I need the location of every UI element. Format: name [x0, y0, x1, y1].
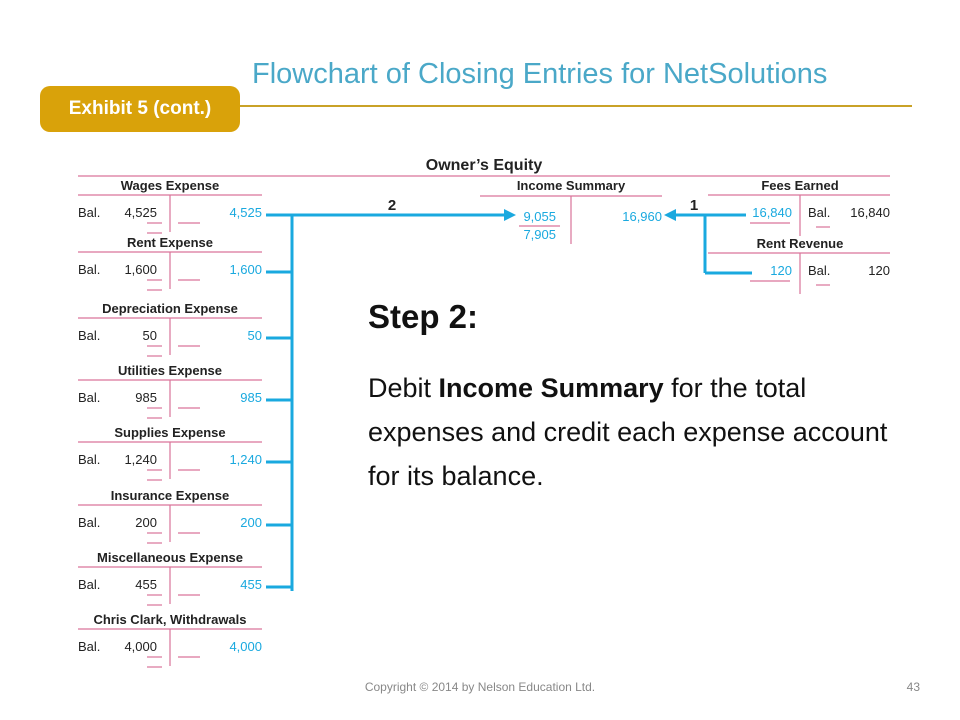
step2-label: 2 — [388, 197, 396, 214]
expense-account-title: Rent Expense — [127, 235, 213, 250]
step1-arrowhead — [664, 209, 676, 221]
bal-label: Bal. — [78, 262, 100, 277]
expense-debit-value: 1,600 — [124, 262, 157, 277]
income-summary-debit-value: 9,055 — [523, 209, 556, 224]
expense-credit-value: 1,240 — [229, 452, 262, 467]
step-body-pre: Debit — [368, 373, 439, 403]
title-rule — [230, 105, 912, 107]
bal-label: Bal. — [78, 639, 100, 654]
exhibit-badge: Exhibit 5 (cont.) — [40, 86, 240, 132]
step-description: Debit Income Summary for the total expen… — [368, 366, 888, 498]
step-title: Step 2: — [368, 298, 479, 335]
owners-equity-header: Owner’s Equity — [426, 157, 543, 174]
step-body-post: for the total expenses and credit each e… — [368, 373, 888, 491]
revenue-credit-value: 16,840 — [850, 205, 890, 220]
bal-label: Bal. — [78, 452, 100, 467]
bal-label: Bal. — [78, 390, 100, 405]
income-summary-credit-value: 16,960 — [622, 209, 662, 224]
page-title: Flowchart of Closing Entries for NetSolu… — [252, 58, 828, 90]
expense-credit-value: 4,525 — [229, 205, 262, 220]
expense-credit-value: 4,000 — [229, 639, 262, 654]
bal-label: Bal. — [78, 205, 100, 220]
expense-account-title: Chris Clark, Withdrawals — [93, 612, 246, 627]
expense-account-title: Insurance Expense — [111, 488, 230, 503]
step-body-bold: Income Summary — [438, 373, 664, 403]
expense-account-title: Miscellaneous Expense — [97, 550, 243, 565]
expense-account-title: Utilities Expense — [118, 363, 222, 378]
footer-copyright: Copyright © 2014 by Nelson Education Ltd… — [364, 680, 596, 694]
expense-debit-value: 4,525 — [124, 205, 157, 220]
bal-label: Bal. — [78, 328, 100, 343]
expense-account-title: Wages Expense — [121, 178, 220, 193]
step1-label: 1 — [690, 197, 698, 214]
bal-label: Bal. — [78, 515, 100, 530]
expense-credit-value: 1,600 — [229, 262, 262, 277]
expense-debit-value: 200 — [135, 515, 157, 530]
revenue-account-title: Rent Revenue — [757, 236, 844, 251]
revenue-debit-value: 16,840 — [752, 205, 792, 220]
page-number: 43 — [906, 680, 920, 694]
expense-credit-value: 455 — [240, 577, 262, 592]
revenue-credit-value: 120 — [868, 263, 890, 278]
flow-connectors — [266, 209, 752, 591]
income-summary-title: Income Summary — [517, 178, 626, 193]
step2-arrowhead — [504, 209, 516, 221]
expense-credit-value: 985 — [240, 390, 262, 405]
bal-label: Bal. — [78, 577, 100, 592]
revenue-debit-value: 120 — [770, 263, 792, 278]
expense-account-title: Depreciation Expense — [102, 301, 238, 316]
expense-credit-value: 50 — [248, 328, 262, 343]
bal-label: Bal. — [808, 263, 830, 278]
expense-credit-value: 200 — [240, 515, 262, 530]
ledger-lines — [78, 175, 890, 668]
expense-debit-value: 4,000 — [124, 639, 157, 654]
income-summary-debit2-value: 7,905 — [523, 227, 556, 242]
expense-debit-value: 455 — [135, 577, 157, 592]
revenue-account-title: Fees Earned — [761, 178, 838, 193]
expense-debit-value: 1,240 — [124, 452, 157, 467]
expense-debit-value: 50 — [143, 328, 157, 343]
bal-label: Bal. — [808, 205, 830, 220]
expense-account-title: Supplies Expense — [114, 425, 225, 440]
expense-debit-value: 985 — [135, 390, 157, 405]
